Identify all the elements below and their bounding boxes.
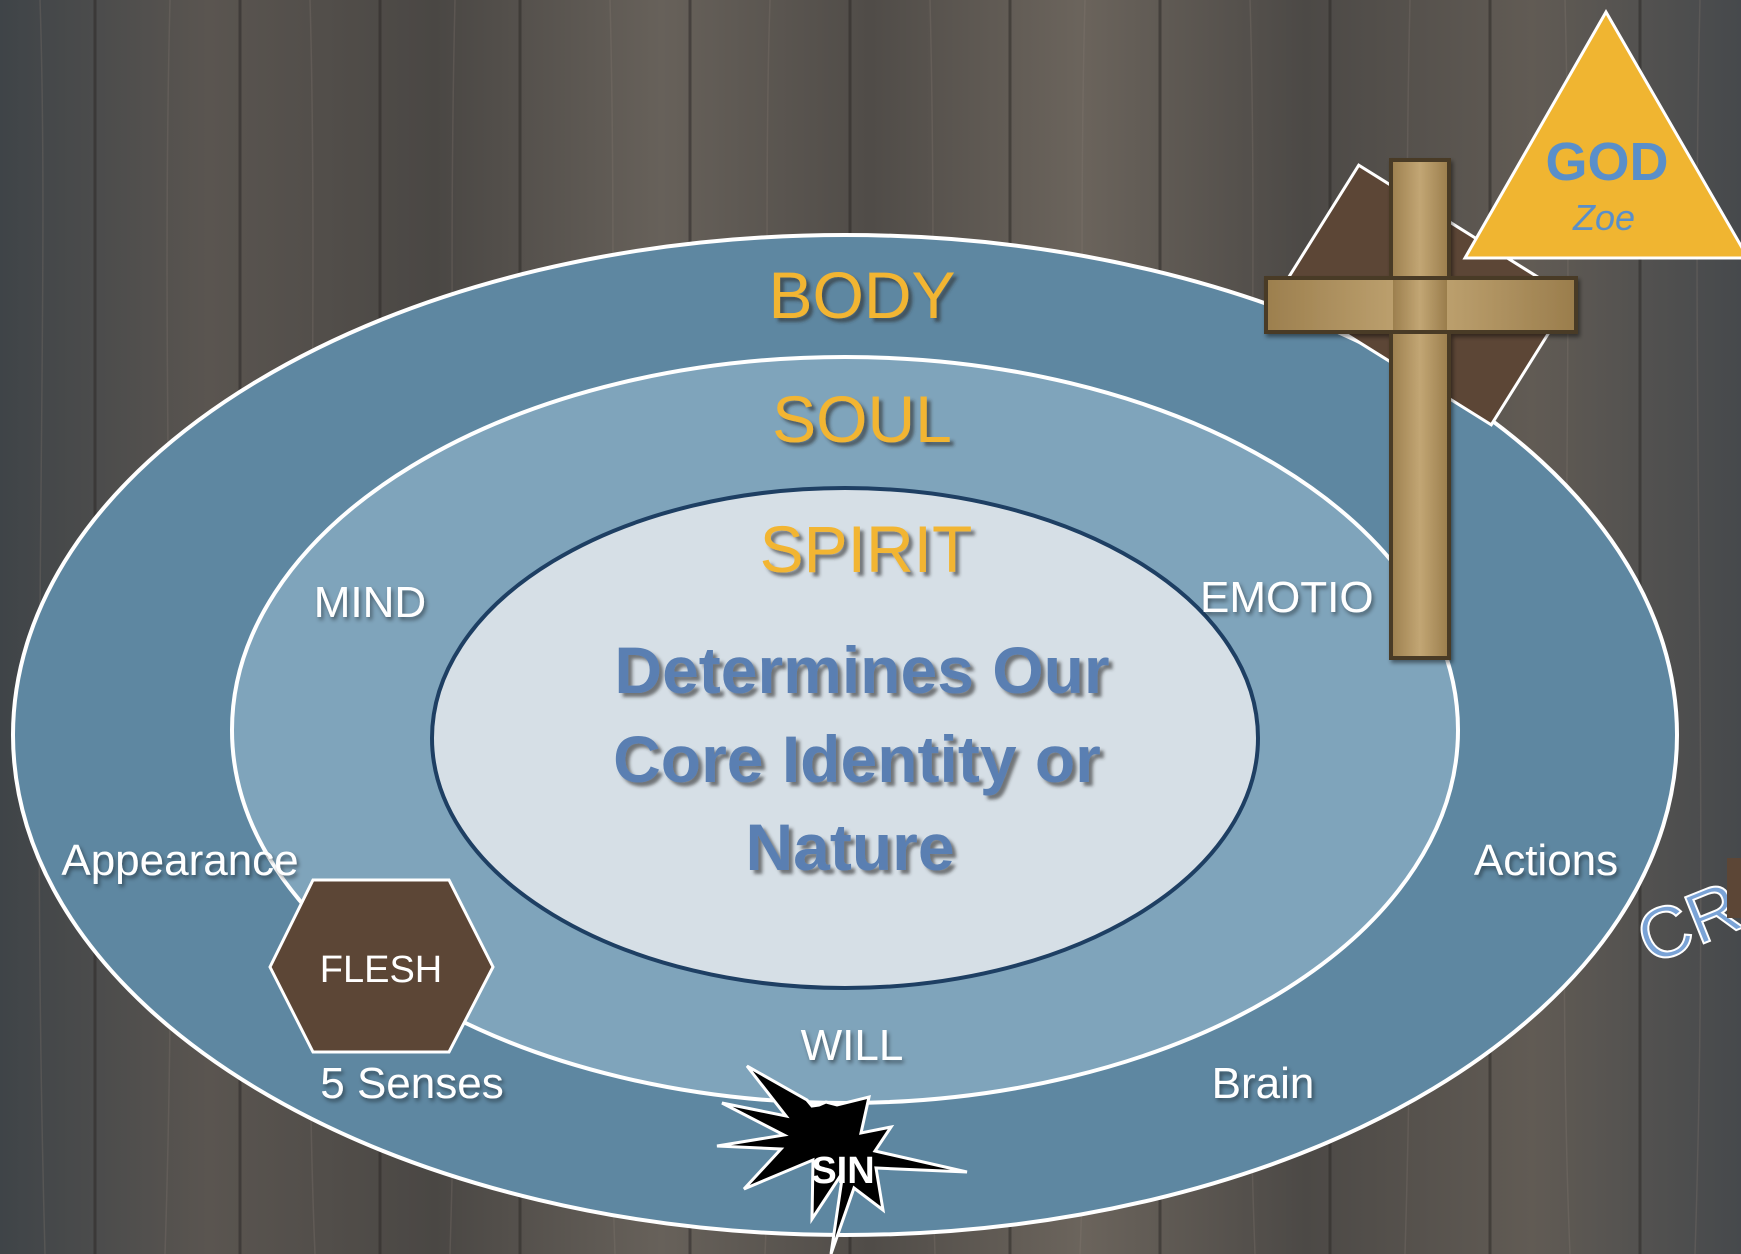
flesh-label: FLESH — [320, 949, 442, 991]
spirit-core — [430, 486, 1260, 990]
triangle-shape — [1462, 8, 1741, 260]
god-triangle: GOD Zoe — [1462, 8, 1741, 260]
emotions-label: EMOTIO — [1200, 573, 1374, 622]
core-line-1: Determines Our — [614, 633, 1109, 707]
sin-label: SIN — [811, 1150, 874, 1192]
hexagon-shape — [268, 878, 495, 1054]
starburst-shape — [716, 1064, 968, 1254]
will-label: WILL — [801, 1021, 904, 1070]
spirit-title: SPIRIT — [760, 512, 973, 586]
actions-label: Actions — [1474, 836, 1618, 885]
god-title: GOD — [1545, 132, 1668, 192]
brain-label: Brain — [1212, 1059, 1315, 1108]
senses-label: 5 Senses — [320, 1059, 503, 1108]
appearance-label: Appearance — [61, 836, 298, 885]
cross-icon — [1264, 158, 1578, 660]
core-line-3: Nature — [745, 810, 954, 884]
god-subtitle: Zoe — [1572, 197, 1635, 238]
body-title: BODY — [768, 258, 955, 332]
sin-badge: SIN — [716, 1064, 968, 1254]
edge-brown-shape — [1727, 858, 1741, 918]
flesh-badge: FLESH — [268, 878, 495, 1054]
soul-title: SOUL — [772, 382, 952, 456]
core-line-2: Core Identity or — [613, 722, 1101, 796]
mind-label: MIND — [314, 578, 426, 627]
